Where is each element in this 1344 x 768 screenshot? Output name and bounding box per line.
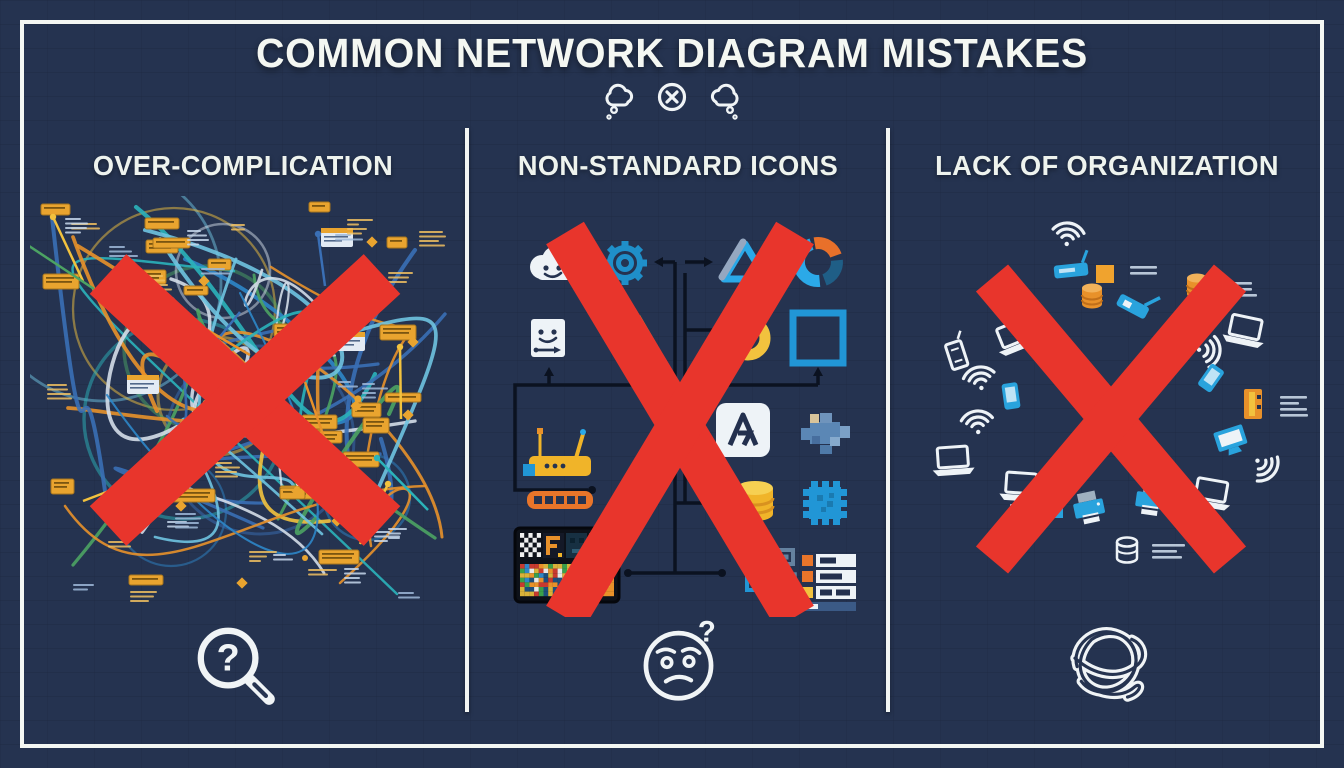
panel-divider: [465, 128, 469, 712]
red-cross-mark: [975, 264, 1247, 574]
laptop-device-icon: [932, 444, 975, 477]
square-outline-icon: [789, 309, 847, 367]
red-cross-mark: [546, 221, 814, 617]
label-scribble: [1152, 544, 1185, 559]
laptop-device-icon: [1222, 313, 1264, 348]
page-title: COMMON NETWORK DIAGRAM MISTAKES: [255, 30, 1089, 76]
scattered-devices-figure: [932, 221, 1308, 574]
heading-non-standard-icons: NON-STANDARD ICONS: [517, 150, 839, 181]
wifi-device-icon: [959, 409, 994, 435]
magnifier-question-icon: ?: [184, 614, 289, 719]
camera-blue-device-icon: [1116, 294, 1161, 319]
smiley-page-icon: [531, 319, 565, 357]
svg-text:?: ?: [698, 616, 716, 649]
a-badge-icon: [716, 403, 770, 457]
thought-bubble-icon: [602, 79, 642, 128]
panel-divider: [886, 128, 890, 712]
heading-over-complication: OVER-COMPLICATION: [92, 150, 394, 181]
square-orange-device-icon: [1096, 265, 1114, 283]
phone-blue-device-icon: [1001, 382, 1021, 410]
router-blue-device-icon: [1053, 249, 1089, 279]
heading-lack-of-organization: LACK OF ORGANIZATION: [935, 150, 1279, 181]
red-cross-mark: [89, 254, 401, 546]
thought-bubble-icon: [702, 79, 742, 128]
switch-bar-icon: [527, 491, 593, 509]
pixel-puzzle-icon: [801, 413, 850, 454]
tangled-knot-icon: [1054, 612, 1159, 717]
phone-card-device-icon: [944, 330, 970, 371]
header-icon-row: [0, 79, 1344, 128]
label-scribble: [1280, 396, 1308, 417]
nonstandard-icons-figure: [513, 221, 856, 617]
wifi-device-icon: [961, 365, 996, 391]
db-orange-device-icon: [1081, 283, 1103, 309]
printer-device-icon: [1073, 490, 1105, 525]
db-white-device-icon: [1115, 536, 1139, 564]
overcomplicated-network-figure: [30, 196, 447, 602]
wifi-device-icon: [1255, 455, 1280, 483]
crossed-circle-icon: [654, 79, 690, 128]
monitor-blue-device-icon: [1213, 424, 1248, 456]
wifi-device-icon: [1051, 221, 1086, 247]
label-scribble: [1130, 266, 1157, 275]
wifi-router-icon: [523, 428, 591, 476]
server-orange-device-icon: [1244, 389, 1262, 419]
tangle-labels-layer: [47, 218, 446, 602]
svg-text:?: ?: [217, 638, 240, 680]
phone-blue-device-icon: [1198, 363, 1224, 393]
confused-face-icon: ?: [626, 610, 731, 715]
pixel-chip-icon: [803, 481, 847, 525]
